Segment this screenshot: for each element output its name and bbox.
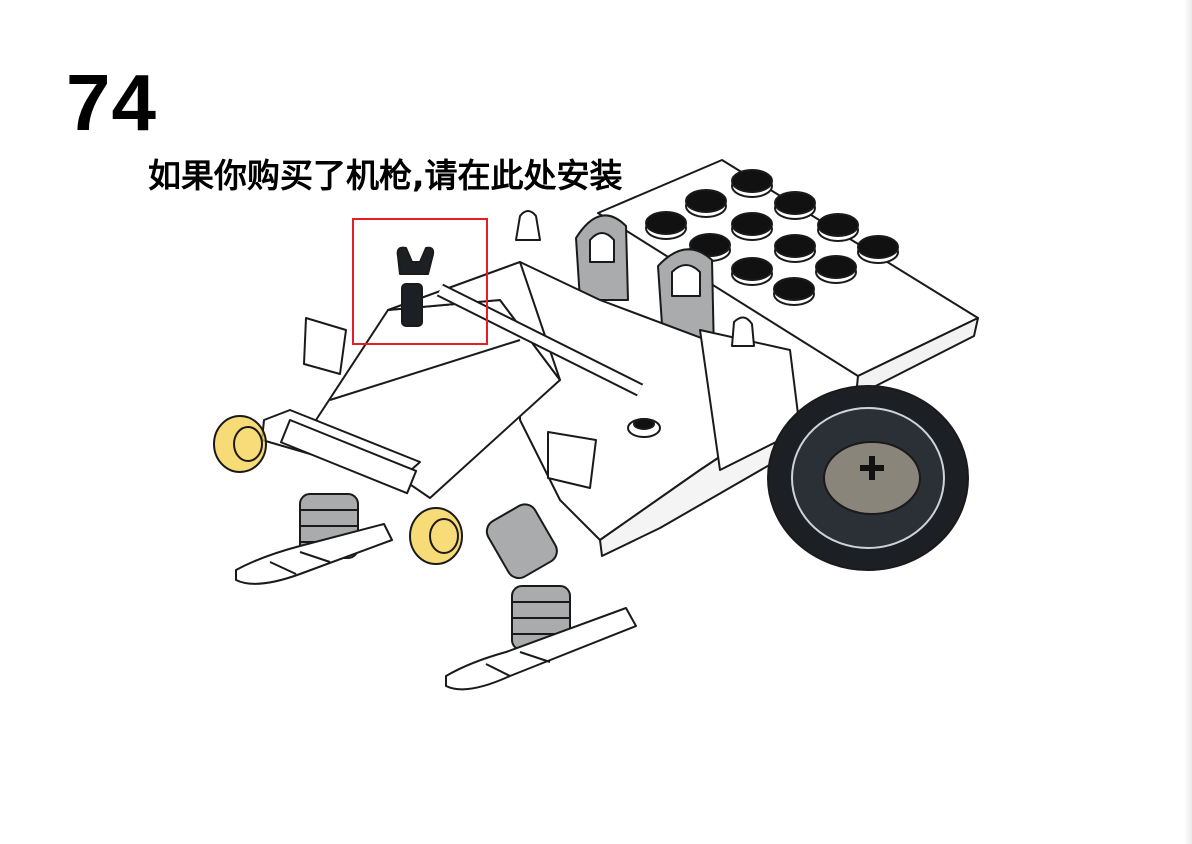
headlight-left [213, 415, 267, 473]
tread-wheel-icon [767, 385, 969, 571]
clip-part-icon [396, 246, 435, 327]
front-bar [261, 409, 421, 495]
ski-left [235, 523, 393, 585]
grille-front [547, 431, 597, 489]
deck-studs [645, 169, 899, 306]
grille-left [303, 317, 347, 375]
round-plate [627, 418, 661, 438]
ski-right [445, 607, 637, 691]
seat-left [575, 214, 629, 301]
roll-bar [436, 283, 644, 397]
step-number: 74 [66, 58, 157, 147]
headlight-right [409, 507, 463, 565]
instruction-text: 如果你购买了机枪,请在此处安装 [148, 156, 623, 195]
rear-clip-right [731, 316, 755, 347]
highlight-box [352, 218, 488, 345]
rear-clip-left [515, 210, 541, 241]
page-edge [1184, 0, 1192, 844]
spring-mid [485, 503, 558, 580]
